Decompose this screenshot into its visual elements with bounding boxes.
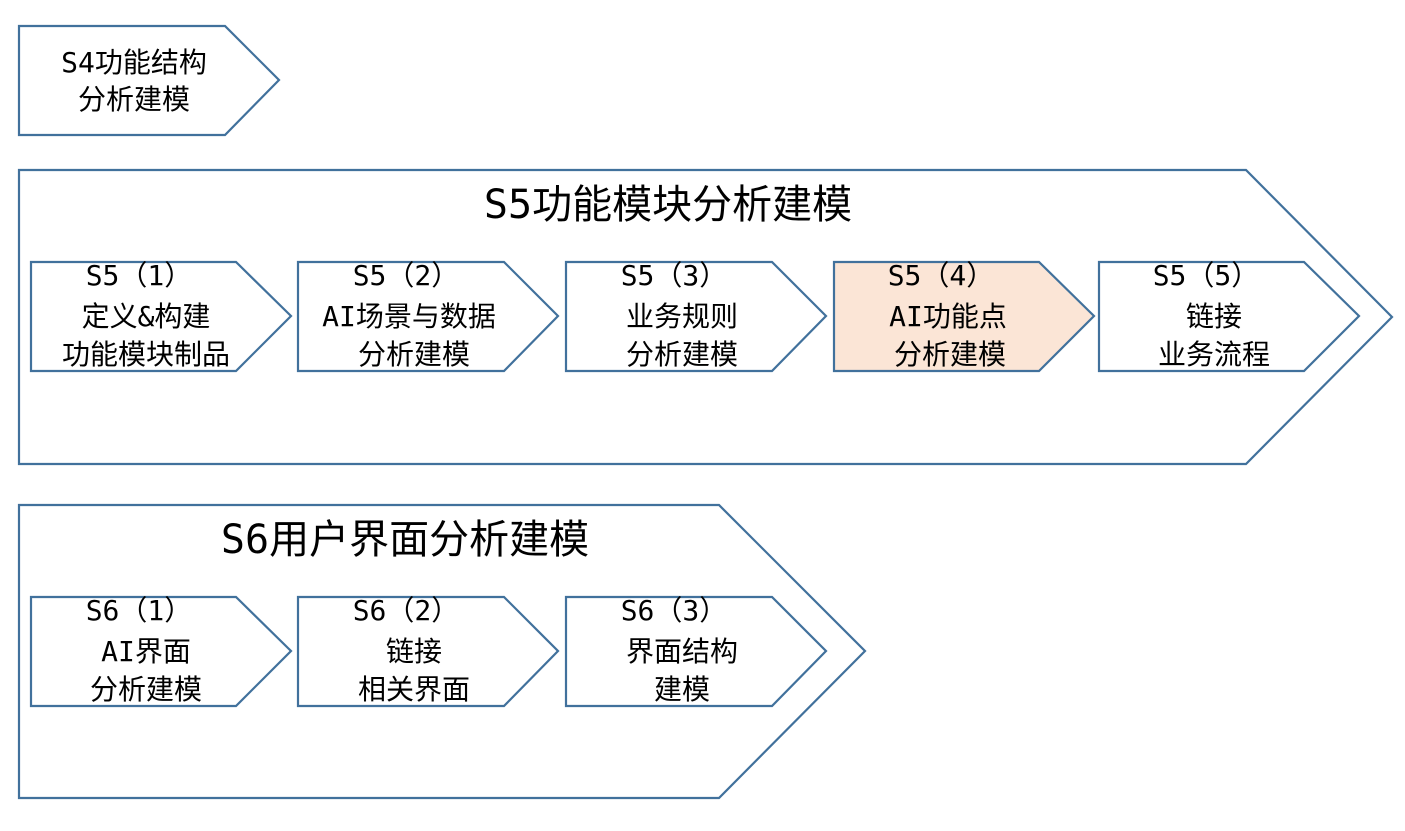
s6-step-3-line2: 界面结构 — [626, 635, 738, 668]
s5-step-3: S5（3） 业务规则 分析建模 — [564, 259, 828, 373]
s6-step-2-line2: 链接 — [386, 635, 442, 668]
s5-group: S5功能模块分析建模 S5（1） 定义&构建 功能模块制品 S5（2） AI场景… — [17, 168, 1394, 466]
s6-step-3-line1: S6（3） — [621, 594, 728, 627]
s6-step-2: S6（2） 链接 相关界面 — [296, 594, 560, 708]
s5-step-4-line2: AI功能点 — [889, 300, 1007, 333]
s5-step-4-shape — [832, 260, 1096, 373]
s5-step-4-line3: 分析建模 — [894, 338, 1006, 371]
s5-step-4: S5（4） AI功能点 分析建模 — [832, 259, 1096, 373]
s5-step-2-line1: S5（2） — [353, 259, 460, 292]
s5-step-3-line2: 业务规则 — [626, 300, 738, 333]
s5-step-2-line3: 分析建模 — [358, 338, 470, 371]
s6-step-1-line3: 分析建模 — [90, 673, 202, 706]
s6-step-3-line3: 建模 — [654, 673, 710, 706]
s5-step-1: S5（1） 定义&构建 功能模块制品 — [29, 259, 293, 373]
s5-step-2: S5（2） AI场景与数据 分析建模 — [296, 259, 560, 373]
s6-step-3: S6（3） 界面结构 建模 — [564, 594, 828, 708]
s6-step-2-shape — [296, 595, 560, 708]
s4-arrow-shape — [17, 24, 281, 137]
s5-step-3-line3: 分析建模 — [626, 338, 738, 371]
s4-label-line1: S4功能结构 — [61, 46, 207, 79]
s6-step-3-shape — [564, 595, 828, 708]
s5-step-2-line2: AI场景与数据 — [322, 300, 496, 333]
s5-step-1-line1: S5（1） — [86, 259, 193, 292]
s5-step-3-shape — [564, 260, 828, 373]
s5-title: S5功能模块分析建模 — [484, 182, 852, 228]
s6-title: S6用户界面分析建模 — [221, 517, 589, 563]
s5-step-1-line2: 定义&构建 — [82, 300, 211, 333]
s5-step-3-line1: S5（3） — [621, 259, 728, 292]
s6-step-2-line1: S6（2） — [353, 594, 460, 627]
s6-step-1-shape — [29, 595, 293, 708]
s4-label-line2: 分析建模 — [78, 83, 190, 116]
s5-step-1-line3: 功能模块制品 — [62, 338, 230, 371]
s6-step-1-line2: AI界面 — [101, 635, 191, 668]
s5-step-5-line2: 链接 — [1186, 300, 1242, 333]
s6-step-2-line3: 相关界面 — [358, 673, 470, 706]
s6-step-1: S6（1） AI界面 分析建模 — [29, 594, 293, 708]
s6-group: S6用户界面分析建模 S6（1） AI界面 分析建模 S6（2） 链接 相关界面… — [17, 503, 867, 800]
s5-step-5-line1: S5（5） — [1153, 259, 1260, 292]
s5-step-1-shape — [29, 260, 293, 373]
s6-step-1-line1: S6（1） — [86, 594, 193, 627]
s5-step-2-shape — [296, 260, 560, 373]
s4-node: S4功能结构 分析建模 — [17, 24, 281, 137]
s5-step-5: S5（5） 链接 业务流程 — [1097, 259, 1361, 373]
s5-step-5-line3: 业务流程 — [1158, 338, 1270, 371]
s5-step-4-line1: S5（4） — [888, 259, 995, 292]
s5-step-5-shape — [1097, 260, 1361, 373]
